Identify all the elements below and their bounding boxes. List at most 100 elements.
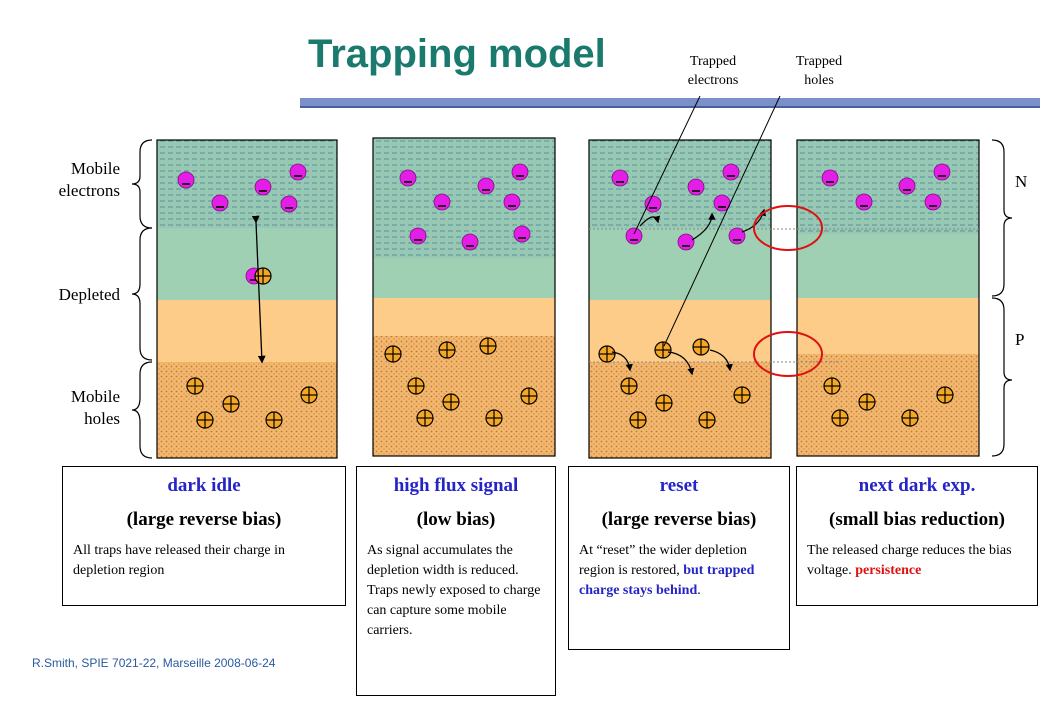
electron-icon bbox=[399, 169, 417, 187]
caption-body-highlight: persistence bbox=[855, 563, 922, 578]
bracket-mobile-holes bbox=[131, 361, 153, 459]
caption-next-dark-exp: next dark exp. (small bias reduction) Th… bbox=[796, 466, 1038, 606]
bracket-depleted bbox=[131, 227, 153, 361]
highlight-circle-p bbox=[753, 331, 823, 377]
caption-subheading: (large reverse bias) bbox=[601, 509, 757, 530]
label-n: N bbox=[1015, 172, 1028, 191]
depletion-width-arrow bbox=[251, 215, 266, 364]
electron-icon bbox=[821, 169, 839, 187]
hole-icon bbox=[196, 411, 214, 429]
label-trapped-electrons: Trapped electrons bbox=[687, 54, 739, 88]
electron-icon bbox=[409, 227, 427, 245]
electron-icon bbox=[254, 178, 272, 196]
caption-subheading: (large reverse bias) bbox=[126, 509, 282, 530]
bracket-n bbox=[991, 139, 1013, 297]
electron-icon bbox=[722, 163, 740, 181]
hole-icon bbox=[598, 345, 616, 363]
electron-icon bbox=[677, 233, 695, 251]
hole-icon bbox=[654, 341, 672, 359]
hole-icon bbox=[479, 337, 497, 355]
label-trapped-holes: Trapped holes bbox=[795, 54, 843, 88]
hole-icon bbox=[629, 411, 647, 429]
hole-icon bbox=[692, 338, 710, 356]
electron-icon bbox=[644, 195, 662, 213]
electron-icon bbox=[211, 194, 229, 212]
electron-icon bbox=[513, 225, 531, 243]
electron-icon bbox=[687, 178, 705, 196]
hole-icon bbox=[733, 386, 751, 404]
column-high-flux-signal bbox=[372, 137, 556, 457]
electron-icon bbox=[177, 171, 195, 189]
electron-icon bbox=[898, 177, 916, 195]
holes bbox=[186, 267, 954, 429]
electron-icon bbox=[289, 163, 307, 181]
electron-icon bbox=[625, 227, 643, 245]
capture-arrow bbox=[611, 351, 633, 372]
caption-subheading: (low bias) bbox=[416, 509, 496, 530]
hole-icon bbox=[520, 387, 538, 405]
highlight-circle-n bbox=[753, 205, 823, 251]
caption-heading: high flux signal bbox=[393, 475, 519, 496]
caption-body-end: . bbox=[697, 583, 701, 598]
capture-arrow bbox=[691, 212, 716, 241]
caption-body-highlight: but trapped charge stays behind bbox=[579, 563, 755, 598]
hole-icon bbox=[416, 409, 434, 427]
caption-heading: next dark exp. bbox=[858, 475, 976, 496]
hole-icon bbox=[442, 393, 460, 411]
hole-icon bbox=[438, 341, 456, 359]
hole-icon bbox=[186, 377, 204, 395]
hole-icon bbox=[858, 393, 876, 411]
electron-icon bbox=[511, 163, 529, 181]
electron-icon bbox=[611, 169, 629, 187]
label-p: P bbox=[1015, 330, 1025, 349]
column-next-dark-exp bbox=[796, 139, 980, 457]
caption-body-text: At “reset” the wider depletion region is… bbox=[579, 543, 747, 578]
capture-arrow bbox=[639, 215, 661, 227]
caption-body-text: The released charge reduces the bias vol… bbox=[807, 543, 1012, 578]
hole-icon bbox=[300, 386, 318, 404]
label-mobile-electrons: Mobile electrons bbox=[58, 159, 120, 200]
electron-icon bbox=[855, 193, 873, 211]
footer-citation: R.Smith, SPIE 7021-22, Marseille 2008-06… bbox=[32, 656, 276, 670]
caption-heading: reset bbox=[659, 475, 699, 496]
caption-body: All traps have released their charge in … bbox=[73, 543, 285, 578]
hole-icon bbox=[407, 377, 425, 395]
electron-icon bbox=[280, 195, 298, 213]
hole-icon bbox=[254, 267, 272, 285]
hole-icon bbox=[901, 409, 919, 427]
electron-icon bbox=[461, 233, 479, 251]
hole-icon bbox=[265, 411, 283, 429]
page-title: Trapping model bbox=[308, 32, 606, 76]
caption-high-flux-signal: high flux signal (low bias) As signal ac… bbox=[356, 466, 556, 696]
column-dark-idle bbox=[156, 139, 338, 459]
hole-icon bbox=[831, 409, 849, 427]
capture-arrow bbox=[709, 349, 733, 372]
hole-icon bbox=[222, 395, 240, 413]
pointer-trapped-electrons bbox=[633, 95, 701, 235]
electron-icon bbox=[924, 193, 942, 211]
electrons bbox=[177, 163, 951, 285]
hole-icon bbox=[936, 386, 954, 404]
title-underline bbox=[300, 98, 1040, 106]
hole-icon bbox=[655, 394, 673, 412]
caption-heading: dark idle bbox=[167, 475, 241, 496]
electron-icon bbox=[728, 227, 746, 245]
electron-icon bbox=[933, 163, 951, 181]
caption-body: At “reset” the wider depletion region is… bbox=[579, 541, 783, 601]
caption-subheading: (small bias reduction) bbox=[829, 509, 1005, 530]
pointer-trapped-holes bbox=[663, 95, 781, 347]
label-depleted: Depleted bbox=[58, 285, 120, 304]
caption-reset: reset (large reverse bias) At “reset” th… bbox=[568, 466, 790, 650]
electron-icon bbox=[433, 193, 451, 211]
caption-body: The released charge reduces the bias vol… bbox=[807, 541, 1031, 581]
hole-icon bbox=[620, 377, 638, 395]
bracket-mobile-electrons bbox=[131, 139, 153, 229]
hole-icon bbox=[485, 409, 503, 427]
hole-icon bbox=[698, 411, 716, 429]
capture-arrow bbox=[667, 351, 695, 376]
caption-body: As signal accumulates the depletion widt… bbox=[367, 543, 541, 638]
electron-icon bbox=[503, 193, 521, 211]
title-underline-thin bbox=[300, 106, 1040, 108]
electron-icon bbox=[477, 177, 495, 195]
